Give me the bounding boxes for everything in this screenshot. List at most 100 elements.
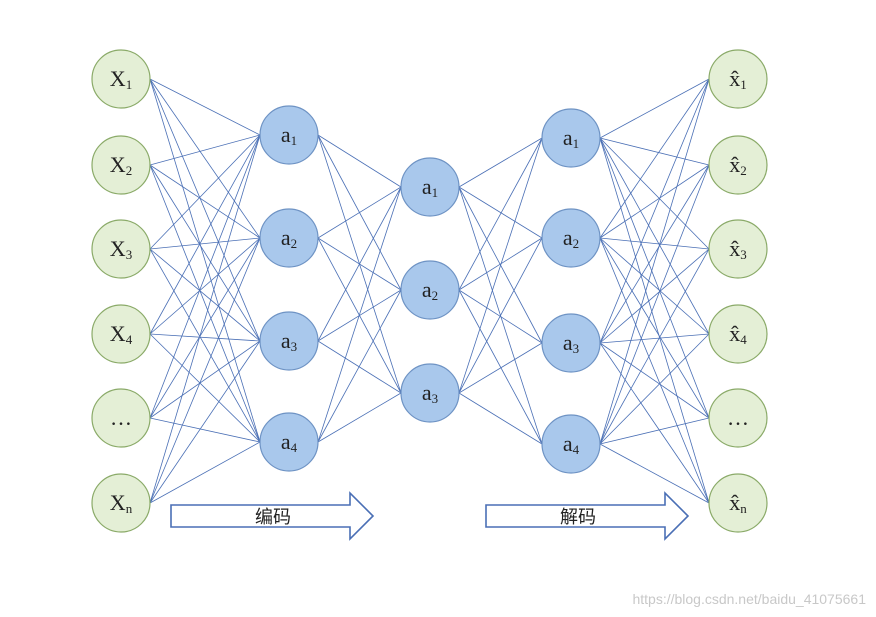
node-circle bbox=[400, 157, 460, 217]
input-node: Xn bbox=[91, 473, 151, 533]
edge bbox=[149, 134, 261, 250]
edge bbox=[599, 164, 710, 445]
edge bbox=[317, 340, 402, 394]
input-node: x̂1 bbox=[708, 49, 768, 109]
node-label: a2 bbox=[422, 277, 438, 303]
edge bbox=[599, 248, 710, 344]
node-circle bbox=[259, 208, 319, 268]
edge bbox=[149, 164, 261, 342]
encode-arrow: 编码 bbox=[170, 491, 375, 541]
node-circle bbox=[708, 49, 768, 109]
hidden-node: a2 bbox=[541, 208, 601, 268]
node-label: a4 bbox=[281, 429, 298, 455]
input-node: X4 bbox=[91, 304, 151, 364]
edge bbox=[599, 237, 710, 504]
edge bbox=[149, 237, 261, 419]
edge bbox=[599, 237, 710, 419]
edge bbox=[599, 78, 710, 239]
edge bbox=[317, 392, 402, 443]
edge bbox=[149, 78, 261, 239]
edge bbox=[599, 78, 710, 344]
edge bbox=[599, 137, 710, 419]
edge bbox=[149, 78, 261, 342]
edge bbox=[149, 164, 261, 239]
edge bbox=[149, 248, 261, 443]
hidden-node: a4 bbox=[259, 412, 319, 472]
node-label: x̂1 bbox=[729, 66, 747, 92]
edge bbox=[149, 237, 261, 335]
node-label: a1 bbox=[281, 122, 297, 148]
edge bbox=[458, 289, 543, 445]
edge bbox=[599, 78, 710, 445]
watermark: https://blog.csdn.net/baidu_41075661 bbox=[632, 591, 866, 607]
edge bbox=[149, 134, 261, 504]
input-node: x̂2 bbox=[708, 135, 768, 195]
node-label: a3 bbox=[563, 330, 579, 356]
node-label: Xn bbox=[110, 490, 133, 516]
node-circle bbox=[91, 388, 151, 448]
hidden-node: a3 bbox=[541, 313, 601, 373]
edge bbox=[317, 289, 402, 443]
hidden-node: a1 bbox=[400, 157, 460, 217]
node-circle bbox=[708, 388, 768, 448]
node-label: … bbox=[727, 405, 749, 430]
node-label: … bbox=[110, 405, 132, 430]
encode-label: 编码 bbox=[255, 507, 291, 528]
node-label: a1 bbox=[563, 125, 579, 151]
edge bbox=[458, 392, 543, 445]
node-label: a2 bbox=[281, 225, 297, 251]
edge bbox=[458, 137, 543, 188]
edge bbox=[149, 78, 261, 443]
hidden-node: a1 bbox=[541, 108, 601, 168]
node-circle bbox=[708, 304, 768, 364]
edge bbox=[149, 417, 261, 443]
edge bbox=[458, 237, 543, 291]
input-node: … bbox=[91, 388, 151, 448]
decode-label: 解码 bbox=[560, 507, 596, 528]
node-circle bbox=[708, 473, 768, 533]
edge bbox=[599, 164, 710, 239]
node-circle bbox=[91, 473, 151, 533]
input-node: x̂3 bbox=[708, 219, 768, 279]
edge bbox=[149, 441, 261, 504]
edge bbox=[317, 186, 402, 342]
edge bbox=[149, 237, 261, 504]
edge bbox=[599, 137, 710, 250]
node-label: x̂n bbox=[729, 490, 747, 516]
node-circle bbox=[91, 49, 151, 109]
edge bbox=[599, 342, 710, 504]
edge bbox=[149, 134, 261, 335]
edge bbox=[599, 342, 710, 419]
node-circle bbox=[541, 108, 601, 168]
node-label: X2 bbox=[110, 152, 132, 178]
edge bbox=[149, 164, 261, 443]
hidden-node: a3 bbox=[259, 311, 319, 371]
edge bbox=[149, 248, 261, 342]
node-circle bbox=[541, 313, 601, 373]
node-label: x̂4 bbox=[729, 321, 747, 347]
node-label: a1 bbox=[422, 174, 438, 200]
edge bbox=[599, 417, 710, 445]
node-label: x̂3 bbox=[729, 236, 747, 262]
edge bbox=[149, 340, 261, 504]
hidden-node: a2 bbox=[400, 260, 460, 320]
edge bbox=[599, 164, 710, 344]
edge bbox=[599, 237, 710, 335]
input-node: x̂n bbox=[708, 473, 768, 533]
node-circle bbox=[541, 208, 601, 268]
edge bbox=[317, 186, 402, 443]
input-node: X1 bbox=[91, 49, 151, 109]
edge bbox=[599, 333, 710, 344]
edge bbox=[458, 137, 543, 394]
network-nodes: X1X2X3X4…Xna1a2a3a4a1a2a3a1a2a3a4x̂1x̂2x… bbox=[91, 49, 768, 533]
edge bbox=[599, 333, 710, 445]
edge bbox=[149, 333, 261, 342]
hidden-node: a4 bbox=[541, 414, 601, 474]
node-circle bbox=[91, 304, 151, 364]
edge bbox=[458, 342, 543, 394]
node-circle bbox=[259, 311, 319, 371]
node-label: X3 bbox=[110, 236, 132, 262]
node-circle bbox=[91, 135, 151, 195]
node-circle bbox=[541, 414, 601, 474]
